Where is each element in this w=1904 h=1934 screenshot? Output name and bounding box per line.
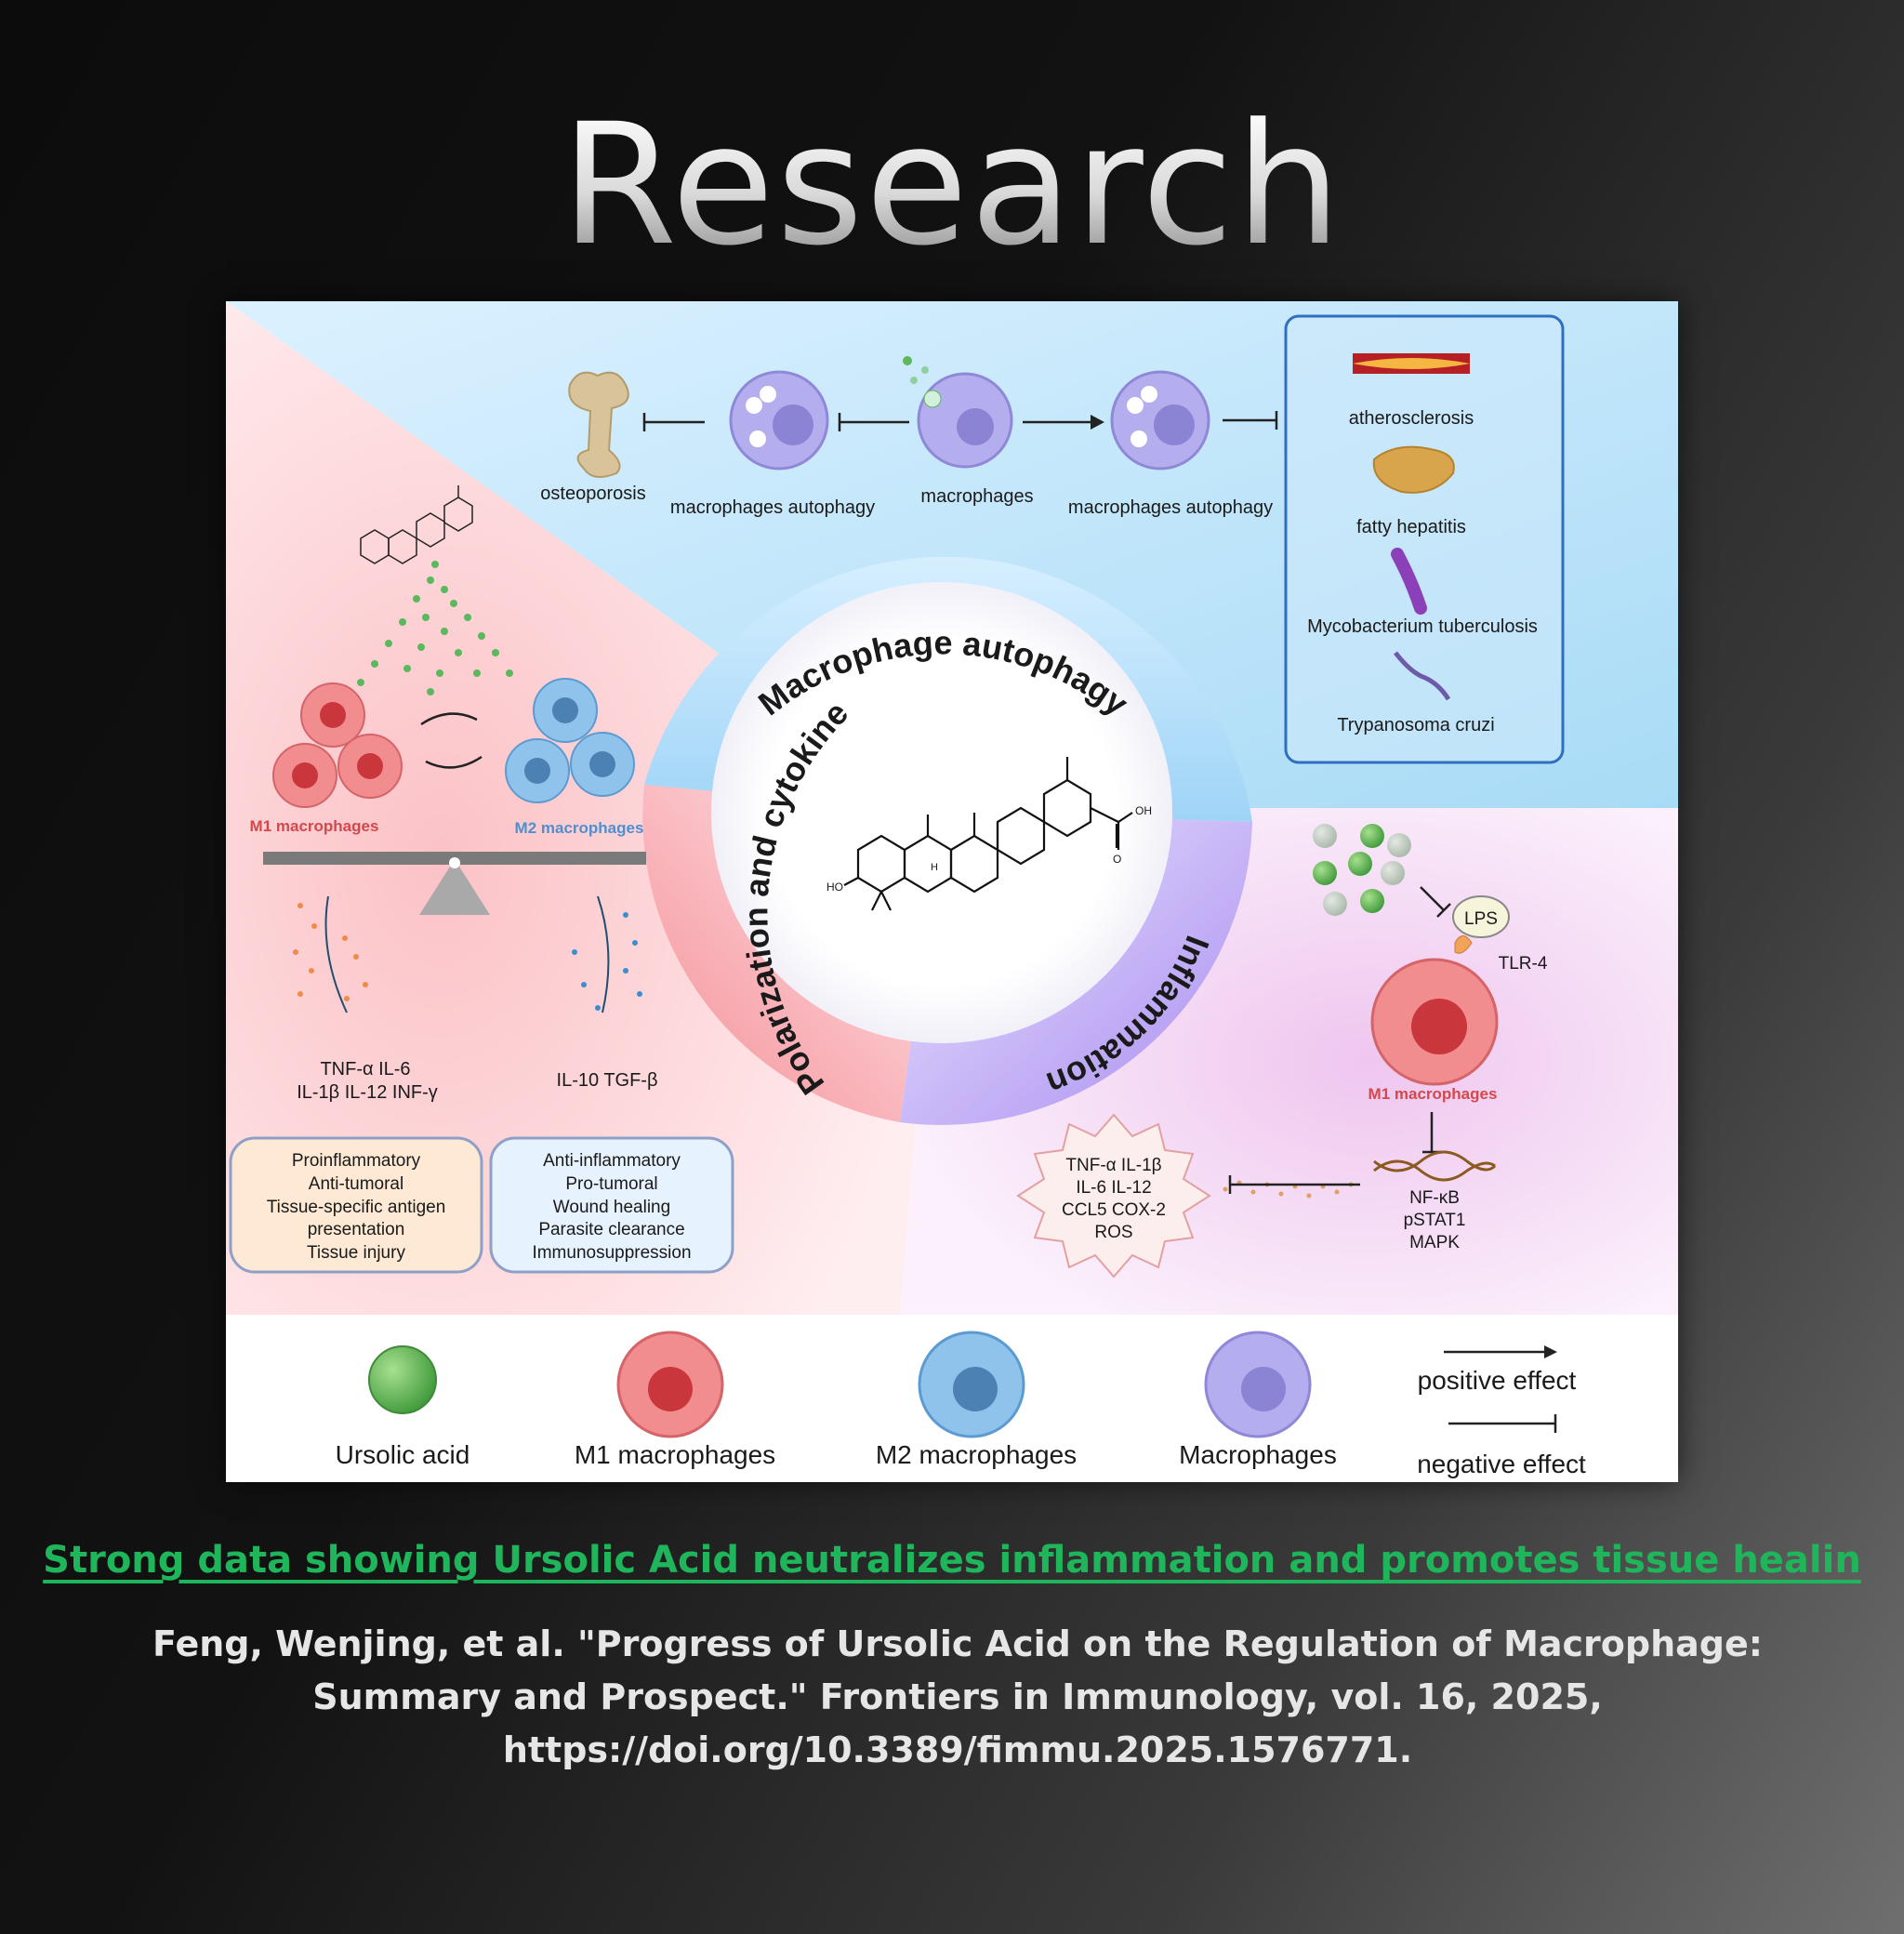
m1-cytokine-arrow <box>324 895 348 1013</box>
m1-box-line: Proinflammatory <box>292 1151 421 1171</box>
caption-link[interactable]: Strong data showing Ursolic Acid neutral… <box>43 1539 1861 1582</box>
legend-m2: M2 macrophages <box>876 1440 1077 1469</box>
cytokine-line: ROS <box>1094 1223 1132 1242</box>
disease-fatty-hepatitis: fatty hepatitis <box>1356 517 1466 537</box>
legend-m1: M1 macrophages <box>575 1440 775 1469</box>
pathway-mapk: MAPK <box>1409 1233 1460 1252</box>
m2-cytokine-arrow <box>597 895 610 1013</box>
dna-helix-icon <box>1373 1150 1497 1182</box>
page-title: Research <box>0 102 1904 270</box>
autophagy-right-label: macrophages autophagy <box>1068 497 1273 518</box>
m1-inflammation-label: M1 macrophages <box>1368 1085 1498 1103</box>
lps-label: LPS <box>1464 909 1498 929</box>
m1-macrophage-inflammation-cell <box>1370 958 1499 1086</box>
legend-negative: negative effect <box>1417 1450 1586 1478</box>
legend-ursolic-acid: Ursolic acid <box>336 1440 470 1469</box>
autophagy-left-label: macrophages autophagy <box>670 497 875 518</box>
m1-box-line: Tissue injury <box>307 1243 405 1263</box>
inflammation-dots <box>1223 1180 1354 1199</box>
center-ring <box>642 556 1252 1125</box>
polarization-arrow-back <box>425 755 483 769</box>
legend-macrophages: Macrophages <box>1179 1440 1337 1469</box>
m2-box-line: Pro-tumoral <box>565 1174 657 1194</box>
osteoporosis-label: osteoporosis <box>540 484 645 504</box>
cytokine-line: CCL5 COX-2 <box>1062 1200 1166 1220</box>
pathway-nfkb: NF-κB <box>1409 1188 1460 1208</box>
pathway-pstat1: pSTAT1 <box>1404 1211 1466 1230</box>
figure-panel: Macrophage autophagy Polarization and cy… <box>226 301 1678 1482</box>
ursolic-acid-small-structure <box>360 485 473 564</box>
m2-box-line: Parasite clearance <box>538 1220 684 1239</box>
polarization-region <box>226 301 942 1315</box>
tlr4-label: TLR-4 <box>1499 954 1548 974</box>
m1-cytokines-line1: TNF-α IL-6 <box>320 1059 410 1080</box>
m2-box-line: Wound healing <box>553 1198 670 1217</box>
ursolic-acid-dots <box>357 561 513 695</box>
m2-box-line: Immunosuppression <box>532 1243 691 1263</box>
m1-function-box <box>229 1136 483 1274</box>
legend-ursolic-acid-icon <box>368 1345 437 1414</box>
m2-cytokines: IL-10 TGF-β <box>557 1070 658 1091</box>
figure-diagram: Macrophage autophagy Polarization and cy… <box>226 301 1678 1482</box>
m2-function-box <box>489 1136 734 1274</box>
tlr4-receptor <box>1454 935 1473 954</box>
macrophage-cell-center <box>903 356 1013 469</box>
citation: Feng, Wenjing, et al. "Progress of Ursol… <box>152 1623 1763 1770</box>
m1-cytokines-line2: IL-1β IL-12 INF-γ <box>297 1082 438 1103</box>
lps-molecule <box>1452 895 1510 938</box>
disease-atherosclerosis: atherosclerosis <box>1349 408 1474 429</box>
macrophage-autophagy-cell-right <box>1110 370 1210 470</box>
macrophages-label: macrophages <box>920 486 1033 507</box>
balance-scale <box>263 852 646 915</box>
m2-box-line: Anti-inflammatory <box>543 1151 681 1171</box>
disease-box <box>1284 314 1565 764</box>
legend-positive: positive effect <box>1418 1366 1577 1395</box>
inhibit-arrow-lps <box>1420 886 1445 911</box>
ursolic-acid-particles <box>1313 824 1411 916</box>
trypanosoma-icon <box>1394 651 1451 701</box>
structure-h-label: H <box>931 862 938 873</box>
m2-cytokine-dots <box>572 912 642 1011</box>
structure-oh-label: OH <box>1135 804 1152 817</box>
ursolic-acid-structure <box>843 757 1133 911</box>
m1-macrophage-cluster <box>272 682 403 808</box>
cytokine-line: IL-6 IL-12 <box>1076 1178 1151 1198</box>
structure-o-label: O <box>1113 853 1121 866</box>
macrophage-autophagy-cell-left <box>729 370 829 470</box>
disease-trypanosoma: Trypanosoma cruzi <box>1337 715 1494 735</box>
artery-icon <box>1353 353 1470 374</box>
m2-macrophage-cluster <box>505 678 635 803</box>
m1-box-line: Anti-tumoral <box>309 1174 403 1194</box>
structure-ho-label: HO <box>826 881 843 894</box>
m2-macrophages-label: M2 macrophages <box>515 819 644 837</box>
mycobacterium-icon <box>1391 548 1427 615</box>
bone-icon <box>568 371 629 478</box>
m1-box-line: presentation <box>308 1220 405 1239</box>
m1-macrophages-label: M1 macrophages <box>250 817 379 835</box>
disease-mycobacterium: Mycobacterium tuberculosis <box>1307 616 1538 637</box>
cytokine-burst-star <box>1016 1113 1211 1278</box>
legend: Ursolic acid M1 macrophages M2 macrophag… <box>336 1331 1586 1478</box>
polarization-arrow-forward <box>420 712 478 726</box>
m1-cytokine-dots <box>293 903 368 1001</box>
m1-box-line: Tissue-specific antigen <box>267 1198 446 1217</box>
cytokine-line: TNF-α IL-1β <box>1065 1156 1161 1175</box>
liver-icon <box>1372 445 1455 494</box>
